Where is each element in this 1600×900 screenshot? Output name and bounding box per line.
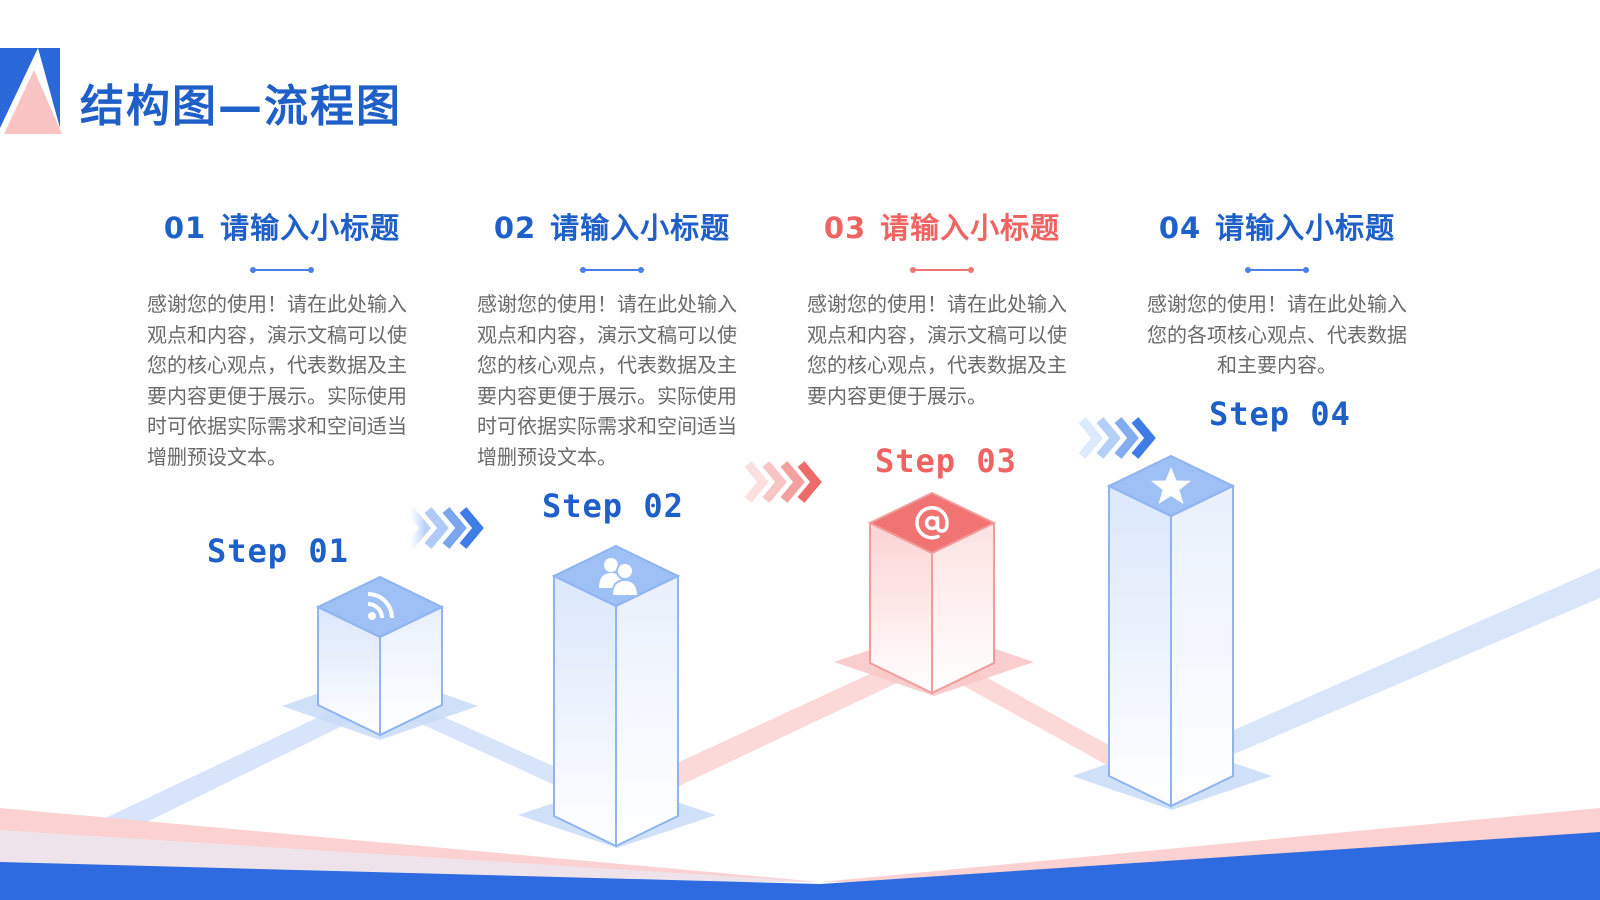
- chevron-arrows-2: [744, 461, 822, 503]
- step-04-column: 04 请输入小标题 感谢您的使用！请在此处输入您的各项核心观点、代表数据和主要内容…: [1132, 205, 1422, 381]
- column-body-text: 感谢您的使用！请在此处输入观点和内容，演示文稿可以使您的核心观点，代表数据及主要…: [147, 292, 407, 469]
- at-icon: [915, 506, 949, 540]
- chevron-arrows-3: [1078, 417, 1156, 459]
- step-03-label: Step 03: [875, 442, 1017, 480]
- column-subtitle: 02 请输入小标题: [467, 205, 757, 247]
- subtitle-divider: [250, 267, 314, 273]
- step-02-block: [551, 544, 681, 848]
- step-01-column: 01 请输入小标题 感谢您的使用！请在此处输入观点和内容，演示文稿可以使您的核心观…: [137, 205, 427, 472]
- chevron-arrows-1: [406, 507, 484, 549]
- column-subtitle-text: 请输入小标题: [880, 211, 1061, 245]
- column-body-text: 感谢您的使用！请在此处输入您的各项核心观点、代表数据和主要内容。: [1147, 292, 1407, 377]
- column-subtitle: 04 请输入小标题: [1132, 205, 1422, 247]
- column-number: 04: [1158, 211, 1202, 245]
- star-icon: [1151, 467, 1191, 504]
- column-body-text: 感谢您的使用！请在此处输入观点和内容，演示文稿可以使您的核心观点，代表数据及主要…: [807, 292, 1067, 408]
- step-04-block: [1106, 454, 1236, 808]
- users-icon: [599, 558, 640, 597]
- column-body-text: 感谢您的使用！请在此处输入观点和内容，演示文稿可以使您的核心观点，代表数据及主要…: [477, 292, 737, 469]
- step-03-block: [867, 491, 997, 695]
- subtitle-divider: [580, 267, 644, 273]
- column-subtitle-text: 请输入小标题: [550, 211, 731, 245]
- subtitle-divider: [910, 267, 974, 273]
- column-subtitle: 03 请输入小标题: [797, 205, 1087, 247]
- step-04-label: Step 04: [1209, 395, 1351, 433]
- page-title: 结构图—流程图: [80, 81, 402, 132]
- rss-icon: [367, 592, 394, 620]
- column-subtitle-text: 请输入小标题: [1215, 211, 1396, 245]
- column-number: 03: [823, 211, 867, 245]
- step-01-label: Step 01: [207, 532, 349, 570]
- corner-logo: [0, 48, 62, 134]
- step-01-block: [315, 575, 445, 737]
- step-02-label: Step 02: [542, 487, 684, 525]
- column-subtitle-text: 请输入小标题: [220, 211, 401, 245]
- step-02-column: 02 请输入小标题 感谢您的使用！请在此处输入观点和内容，演示文稿可以使您的核心观…: [467, 205, 757, 472]
- column-number: 02: [493, 211, 537, 245]
- column-subtitle: 01 请输入小标题: [137, 205, 427, 247]
- subtitle-divider: [1245, 267, 1309, 273]
- step-03-column: 03 请输入小标题 感谢您的使用！请在此处输入观点和内容，演示文稿可以使您的核心观…: [797, 205, 1087, 411]
- column-number: 01: [163, 211, 207, 245]
- bottom-bands: [0, 808, 1600, 900]
